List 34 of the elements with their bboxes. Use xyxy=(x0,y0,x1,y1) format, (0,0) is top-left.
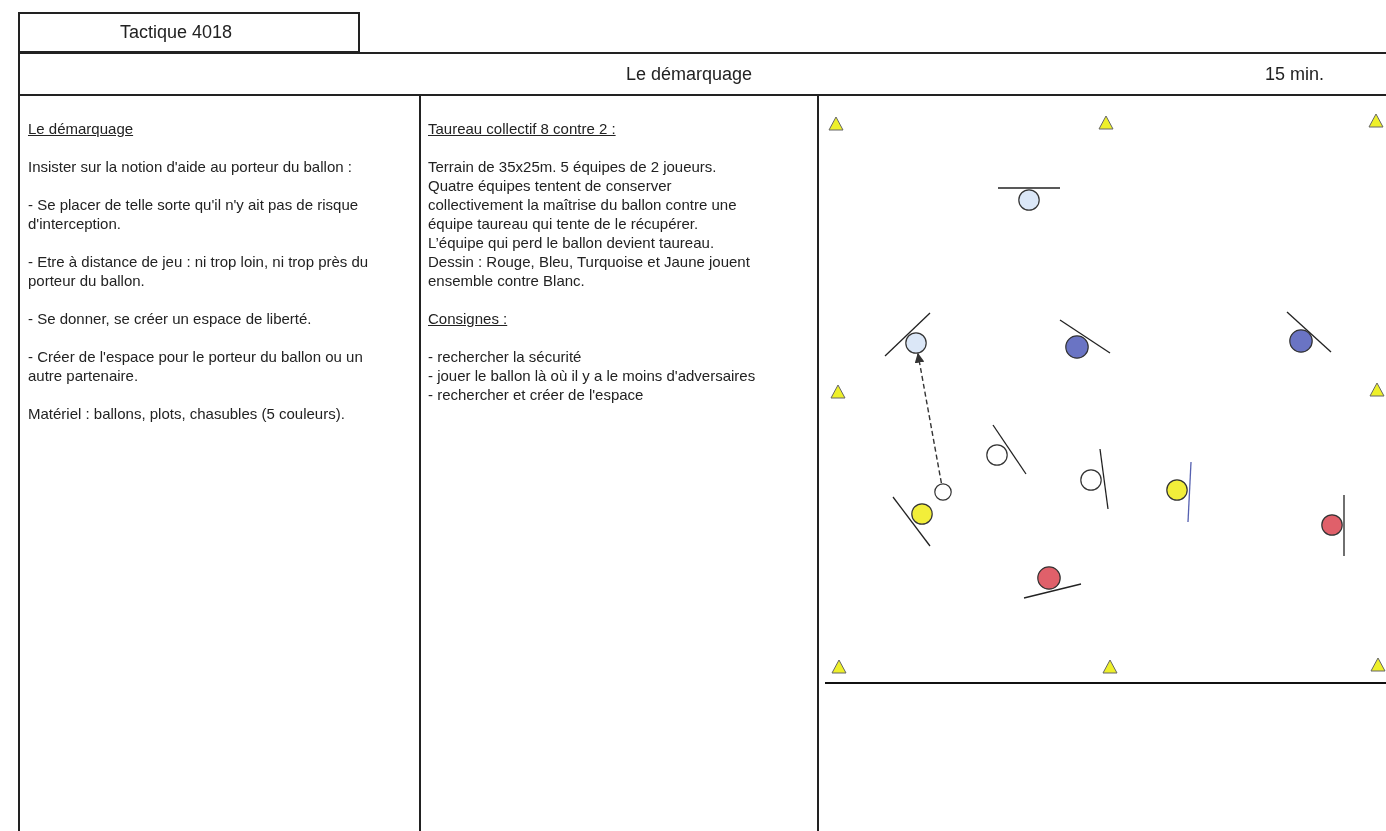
duration-text: 15 min. xyxy=(1265,64,1325,85)
header-row xyxy=(18,52,1386,96)
paragraph: - rechercher la sécurité xyxy=(428,347,583,366)
player-marker xyxy=(1080,469,1102,491)
paragraph: - rechercher et créer de l'espace xyxy=(428,385,645,404)
paragraph: Dessin : Rouge, Bleu, Turquoise et Jaune jouent ensemble contre Blanc. xyxy=(428,252,751,290)
player-marker xyxy=(1166,479,1188,501)
player-marker xyxy=(905,332,927,354)
player-marker xyxy=(911,503,933,525)
paragraph: Matériel : ballons, plots, chasubles (5 couleurs). xyxy=(28,404,346,423)
paragraph: Quatre équipes tentent de conserver collectivement la maîtrise du ballon contre une équipe taureau qui tente de le récupérer. xyxy=(428,176,738,233)
player-marker xyxy=(1289,329,1313,353)
player-marker xyxy=(1321,514,1343,536)
paragraph: - Etre à distance de jeu : ni trop loin, ni trop près du porteur du ballon. xyxy=(28,252,370,290)
paragraph: - jouer le ballon là où il y a le moins d'adversaires xyxy=(428,366,757,385)
ball-marker xyxy=(934,483,952,501)
paragraph: - Se placer de telle sorte qu'il n'y ait pas de risque d'interception. xyxy=(28,195,360,233)
paragraph: - Créer de l'espace pour le porteur du ballon ou un autre partenaire. xyxy=(28,347,364,385)
column-heading: Taureau collectif 8 contre 2 : xyxy=(428,119,617,138)
text-column xyxy=(18,95,421,831)
paragraph: Terrain de 35x25m. 5 équipes de 2 joueurs. xyxy=(428,157,718,176)
paragraph: Insister sur la notion d'aide au porteur du ballon : xyxy=(28,157,353,176)
paragraph: L’équipe qui perd le ballon devient taureau. xyxy=(428,233,716,252)
player-marker xyxy=(986,444,1008,466)
player-marker xyxy=(1065,335,1089,359)
pass-arrow xyxy=(914,352,943,484)
column-heading: Le démarquage xyxy=(28,119,135,138)
player-marker xyxy=(1037,566,1061,590)
title-box xyxy=(18,12,360,53)
section-heading: Le démarquage xyxy=(626,64,753,85)
title-text: Tactique 4018 xyxy=(120,22,233,43)
player-marker xyxy=(1018,189,1040,211)
column-heading: Consignes : xyxy=(428,309,509,328)
paragraph: - Se donner, se créer un espace de liberté. xyxy=(28,309,313,328)
